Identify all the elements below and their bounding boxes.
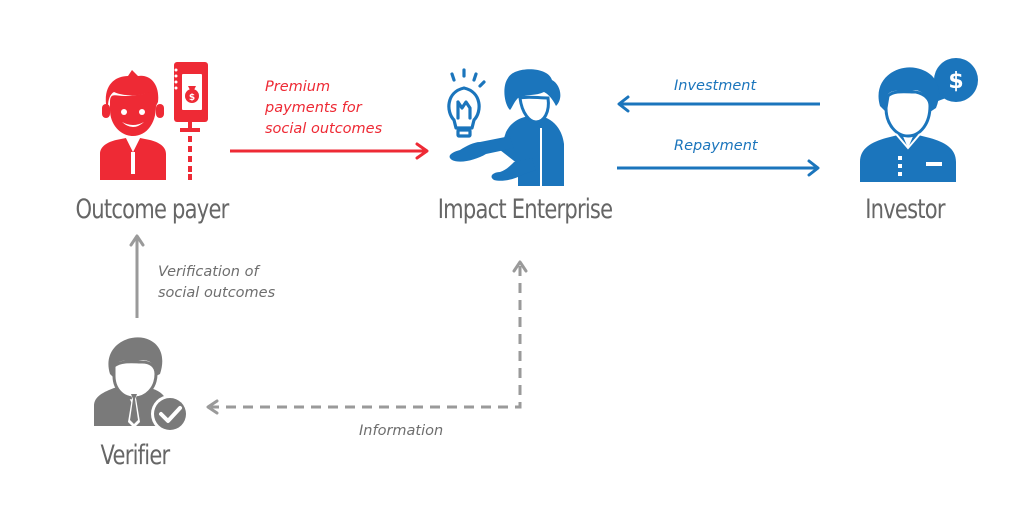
premium-payments-arrow — [230, 142, 429, 160]
information-label: Information — [359, 423, 444, 439]
verification-label-line-2: social outcomes — [158, 285, 276, 301]
outcome-payer-label: Outcome payer — [75, 194, 229, 225]
impact-enterprise-label: Impact Enterprise — [437, 194, 613, 225]
svg-text:$: $ — [948, 69, 963, 94]
businessman-with-money-bag-document-icon: $ — [100, 62, 208, 180]
premium-payments-label-line-3: social outcomes — [265, 121, 383, 137]
repayment-arrow — [617, 159, 820, 177]
premium-payments-label-line-1: Premium — [265, 79, 331, 95]
verification-label: Verification of social outcomes — [158, 262, 275, 304]
investor-label: Investor — [865, 194, 945, 225]
investment-label: Investment — [674, 78, 757, 94]
investment-arrow — [617, 95, 820, 113]
person-presenting-lightbulb-icon — [447, 68, 564, 186]
person-with-dollar-speech-bubble-icon: $ — [860, 58, 978, 182]
verifier-label: Verifier — [100, 440, 171, 471]
businessman-with-checkmark-icon — [94, 337, 189, 433]
verification-label-line-1: Verification of — [158, 264, 259, 280]
information-arrow — [206, 260, 528, 415]
premium-payments-label: Premium payments for social outcomes — [265, 77, 382, 140]
premium-payments-label-line-2: payments for — [265, 100, 362, 116]
svg-text:$: $ — [189, 93, 195, 103]
verification-arrow — [129, 234, 145, 318]
repayment-label: Repayment — [674, 138, 758, 154]
